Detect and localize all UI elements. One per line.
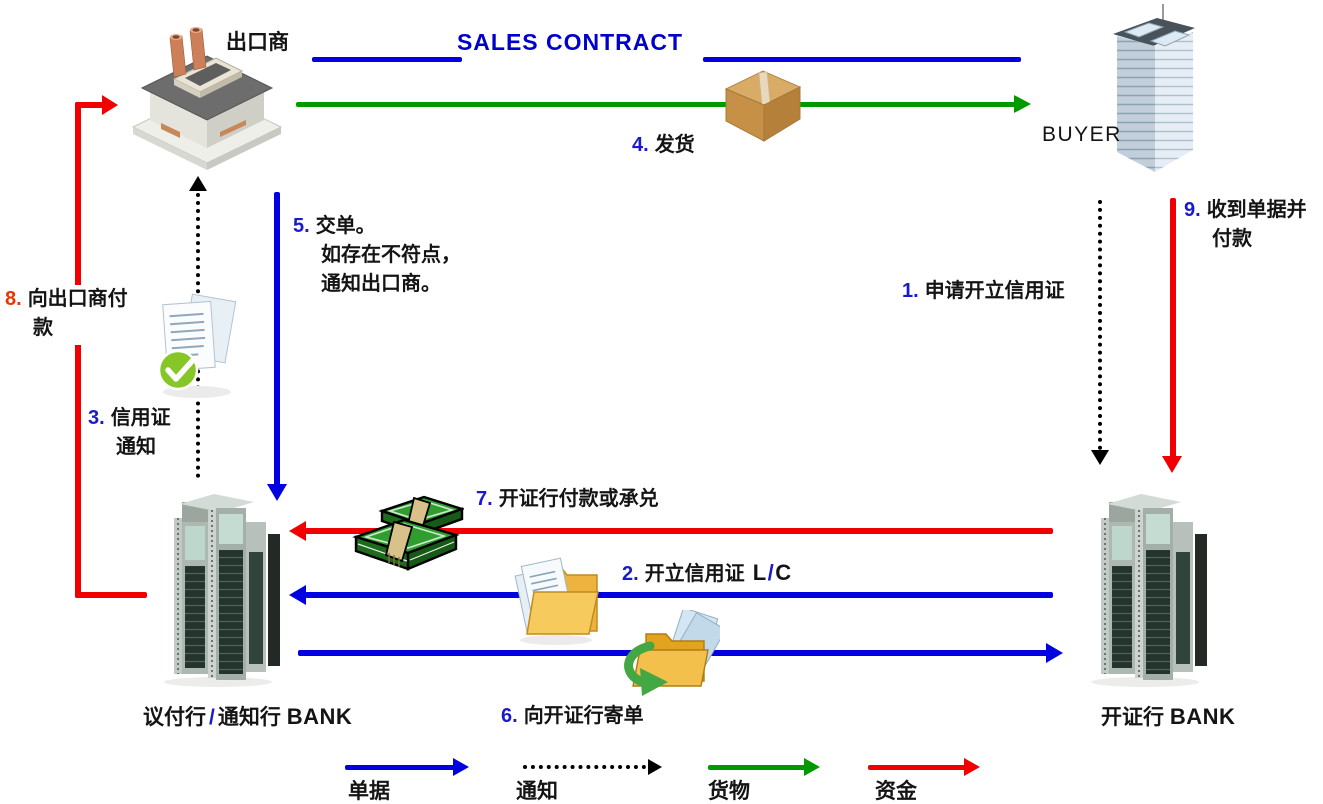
funds7-arrowhead	[289, 521, 306, 541]
notice1-dotted-line	[1098, 200, 1102, 450]
step-4-label: 4.发货	[632, 134, 695, 156]
step-3-label: 3.信用证 通知	[88, 407, 171, 458]
exporter-label: 出口商	[226, 31, 289, 54]
sales-contract-title: SALES CONTRACT	[456, 29, 684, 55]
office-tower-icon	[1113, 4, 1195, 172]
legend-goods-arrow	[708, 765, 806, 770]
funds8-top-line	[75, 102, 105, 108]
sales-contract-line-left	[312, 57, 462, 62]
legend-funds-arrow	[868, 765, 966, 770]
funds7-line	[305, 528, 1053, 534]
step-7-label: 7.开证行付款或承兑	[476, 488, 659, 510]
legend-notice-label: 通知	[516, 780, 558, 803]
lc2-line	[305, 592, 1053, 598]
docs5-arrowhead	[267, 484, 287, 501]
legend-goods-arrowhead	[804, 758, 820, 776]
bank-tower-icon	[1091, 494, 1207, 687]
docs5-vertical-line	[274, 192, 280, 486]
approved-documents-icon	[157, 293, 237, 398]
funds8-vertical-line	[75, 102, 81, 598]
goods-arrow-line	[296, 102, 1016, 107]
legend-documents-arrow	[345, 765, 455, 770]
step-8-label: 8.向出口商付 款	[5, 285, 133, 345]
money-stack-icon	[352, 495, 464, 571]
notice3-arrowhead	[189, 176, 207, 191]
bank-tower-icon	[164, 494, 280, 687]
buyer-label: BUYER	[1042, 123, 1122, 146]
folder-send-icon	[624, 610, 720, 696]
lc2-arrowhead	[289, 585, 306, 605]
advising-bank-label: 议付行/通知行 BANK	[143, 704, 353, 729]
docs6-arrowhead	[1046, 643, 1063, 663]
notice1-arrowhead	[1091, 450, 1109, 465]
funds8-arrowhead	[102, 95, 118, 115]
legend-funds-label: 资金	[875, 780, 917, 803]
sales-contract-line-right	[703, 57, 1021, 62]
legend-funds-arrowhead	[964, 758, 980, 776]
legend-documents-arrowhead	[453, 758, 469, 776]
issuing-bank-label: 开证行 BANK	[1101, 704, 1236, 729]
factory-icon	[131, 27, 283, 170]
legend-notice-arrow	[523, 765, 646, 769]
goods-arrowhead	[1014, 95, 1031, 113]
folder-documents-icon	[514, 557, 599, 645]
legend-notice-arrowhead	[648, 759, 662, 775]
legend-goods-label: 货物	[708, 780, 750, 803]
package-box-icon	[724, 70, 802, 142]
funds9-vertical-line	[1170, 198, 1176, 458]
step-1-label: 1.申请开立信用证	[902, 280, 1065, 302]
step-5-label: 5.交单。 如存在不符点， 通知出口商。	[293, 215, 461, 295]
funds9-arrowhead	[1162, 456, 1182, 473]
step-6-label: 6.向开证行寄单	[501, 705, 644, 727]
funds8-bottom-line	[75, 592, 147, 598]
step-9-label: 9.收到单据并 付款	[1184, 199, 1307, 250]
legend-documents-label: 单据	[348, 780, 390, 803]
